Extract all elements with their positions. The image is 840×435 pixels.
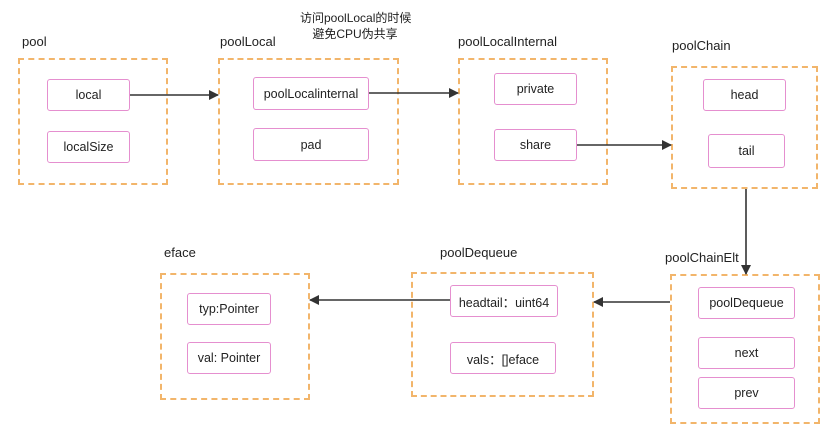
pool-field-local: local: [47, 79, 130, 111]
poolchainelt-field-next: next: [698, 337, 795, 369]
poolchainelt-field-pooldequeue: poolDequeue: [698, 287, 795, 319]
poollocal-title: poolLocal: [220, 34, 276, 49]
poollocalinternal-title: poolLocalInternal: [458, 34, 558, 49]
poolchain-field-tail: tail: [708, 134, 785, 168]
false-sharing-note: 访问poolLocal的时候 避免CPU伪共享: [300, 10, 412, 42]
poollocalinternal-field-private: private: [494, 73, 577, 105]
eface-field-val: val: Pointer: [187, 342, 271, 374]
poolchainelt-title: poolChainElt: [665, 250, 739, 265]
poollocalinternal-struct: [458, 58, 608, 185]
poolchain-struct: [671, 66, 818, 189]
pool-title: pool: [22, 34, 47, 49]
pooldequeue-struct: [411, 272, 594, 397]
poollocal-field-internal: poolLocalinternal: [253, 77, 369, 110]
note-line-1: 访问poolLocal的时候: [300, 11, 412, 25]
eface-title: eface: [164, 245, 196, 260]
poollocal-field-pad: pad: [253, 128, 369, 161]
poolchain-field-head: head: [703, 79, 786, 111]
pooldequeue-title: poolDequeue: [440, 245, 518, 260]
poolchainelt-field-prev: prev: [698, 377, 795, 409]
poollocalinternal-field-share: share: [494, 129, 577, 161]
pool-field-localsize: localSize: [47, 131, 130, 163]
poollocal-struct: [218, 58, 399, 185]
note-line-2: 避免CPU伪共享: [312, 27, 398, 41]
eface-field-typ: typ:Pointer: [187, 293, 271, 325]
pooldequeue-field-headtail: headtail：uint64: [450, 285, 558, 317]
poolchainelt-struct: [670, 274, 820, 424]
pool-struct: [18, 58, 168, 185]
pooldequeue-field-vals: vals：[]eface: [450, 342, 556, 374]
eface-struct: [160, 273, 310, 400]
poolchain-title: poolChain: [672, 38, 731, 53]
